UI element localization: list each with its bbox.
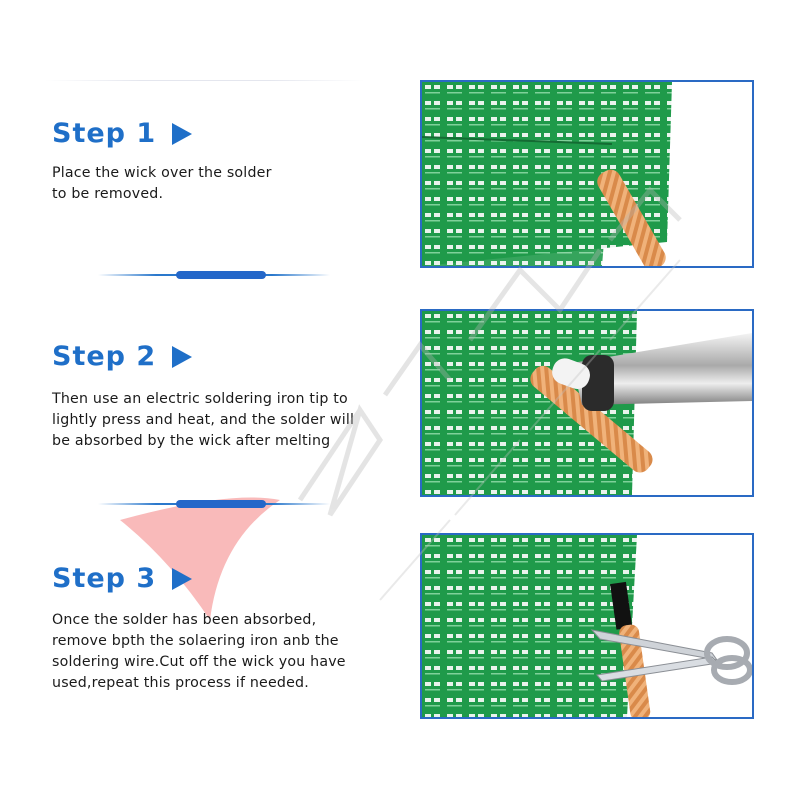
step-2-description: Then use an electric soldering iron tip … bbox=[52, 389, 372, 452]
divider-2 bbox=[98, 500, 330, 508]
play-icon bbox=[172, 122, 193, 145]
step-3-line-1: Once the solder has been absorbed, bbox=[52, 612, 317, 628]
step-3-photo-svg bbox=[422, 535, 752, 717]
step-1-title: Step 1 bbox=[52, 118, 157, 149]
step-1-heading: Step 1 bbox=[52, 118, 193, 149]
step-3-line-4: used,repeat this process if needed. bbox=[52, 675, 309, 691]
divider-2-pill bbox=[176, 500, 266, 508]
step-3-description: Once the solder has been absorbed, remov… bbox=[52, 610, 372, 694]
step-3-heading: Step 3 bbox=[52, 563, 193, 594]
step-2-heading: Step 2 bbox=[52, 341, 193, 372]
step-1-description: Place the wick over the solder to be rem… bbox=[52, 163, 372, 205]
step-3-line-3: soldering wire.Cut off the wick you have bbox=[52, 654, 346, 670]
step-2-photo-svg bbox=[422, 311, 752, 495]
divider-1-pill bbox=[176, 271, 266, 279]
divider-1 bbox=[98, 271, 330, 279]
step-1-photo-svg bbox=[422, 82, 752, 266]
step-2-line-2: lightly press and heat, and the solder w… bbox=[52, 412, 355, 428]
decorative-red-fan bbox=[120, 497, 280, 620]
step-1-line-2: to be removed. bbox=[52, 186, 164, 202]
step-1-photo bbox=[420, 80, 754, 268]
step-3-photo bbox=[420, 533, 754, 719]
step-1-line-1: Place the wick over the solder bbox=[52, 165, 272, 181]
step-2-photo bbox=[420, 309, 754, 497]
step-3-line-2: remove bpth the solaering iron anb the bbox=[52, 633, 339, 649]
step-2-line-1: Then use an electric soldering iron tip … bbox=[52, 391, 348, 407]
step-2-line-3: be absorbed by the wick after melting bbox=[52, 433, 331, 449]
top-rule bbox=[45, 80, 365, 81]
step-2-title: Step 2 bbox=[52, 341, 157, 372]
play-icon bbox=[172, 345, 193, 368]
play-icon bbox=[172, 567, 193, 590]
step-3-title: Step 3 bbox=[52, 563, 157, 594]
